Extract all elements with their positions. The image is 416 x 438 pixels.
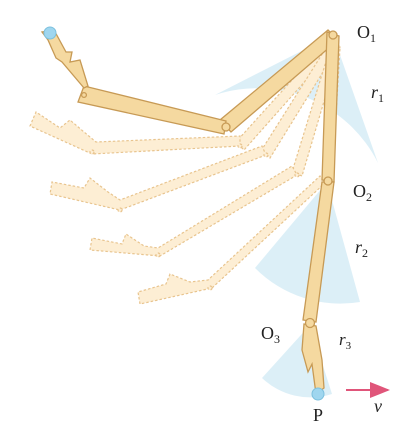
arm-upper-left [40,29,339,135]
label-r3: r3 [339,330,352,352]
label-o2: O2 [353,181,372,204]
ghost-arm-1 [29,37,339,155]
link-fore [77,85,227,135]
joint-wrist-left [80,91,88,99]
endpoint-left [43,26,57,40]
joint-elbow-left [221,122,231,132]
label-r1: r1 [371,82,384,105]
endpoint-p [311,387,325,401]
label-v: v [374,396,382,416]
arm-down [301,30,340,396]
joint-o2 [323,176,333,186]
gripper [40,29,89,89]
label-r2: r2 [355,237,368,260]
joint-o1 [328,30,338,40]
label-p: P [313,405,323,425]
sector-r2 [255,182,360,304]
label-o1: O1 [357,22,376,45]
label-o3: O3 [261,323,280,346]
joint-o3 [304,317,316,329]
